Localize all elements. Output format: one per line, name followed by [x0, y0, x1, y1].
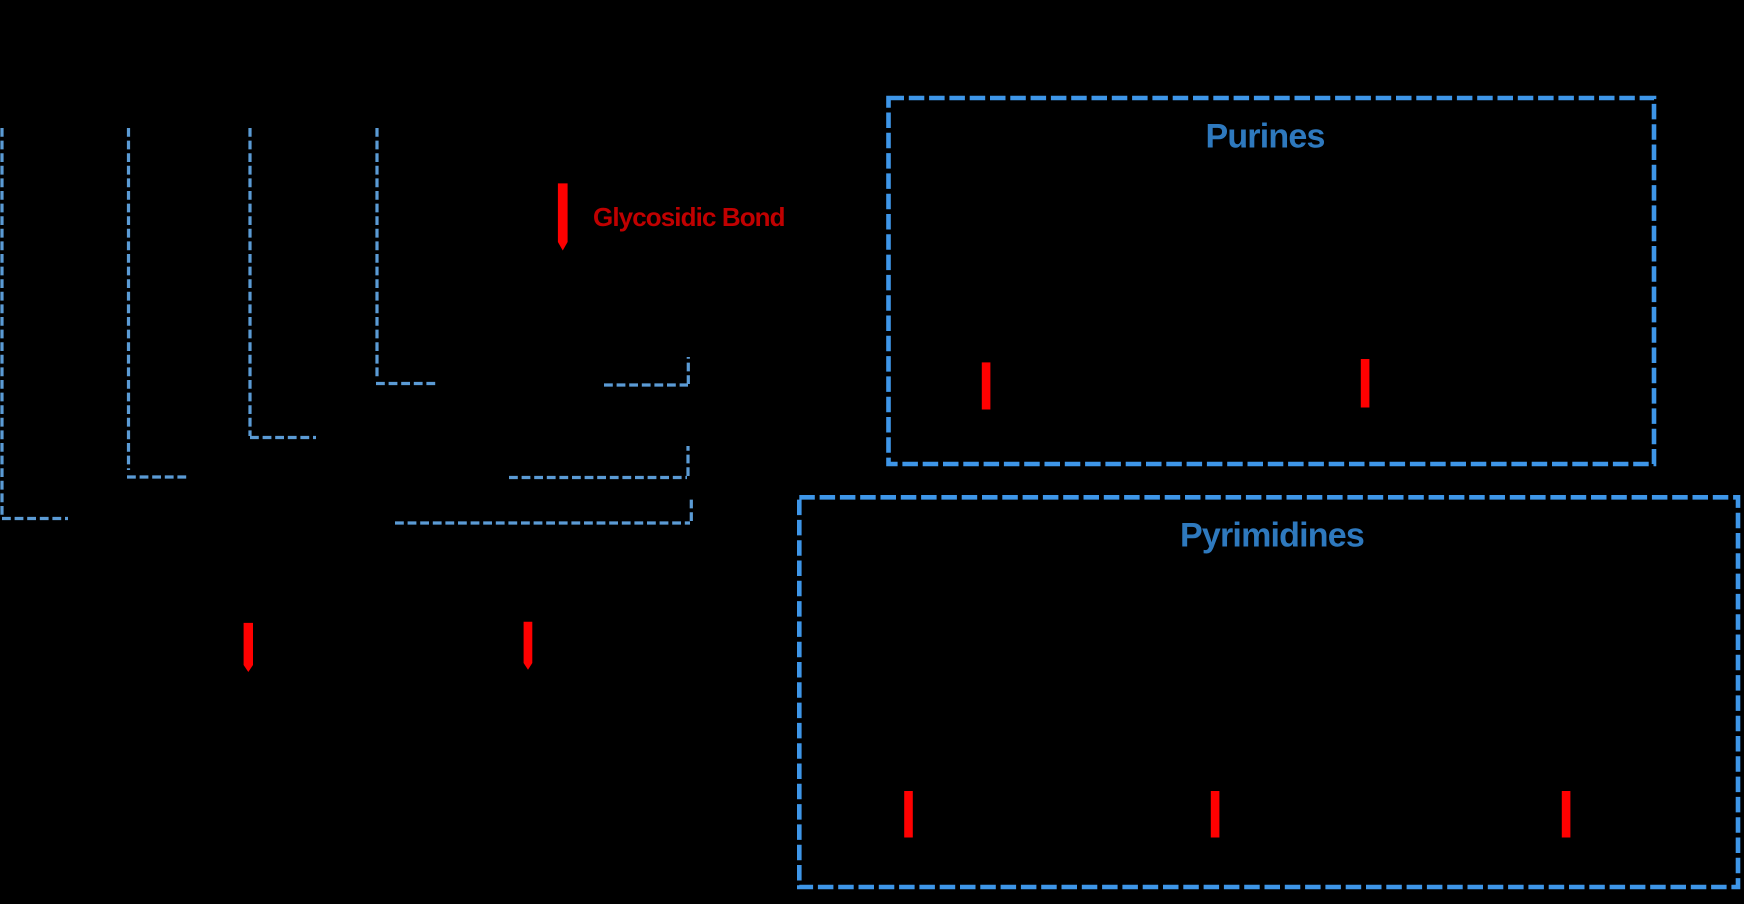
svg-text:Purines: Purines: [1205, 118, 1324, 156]
svg-text:Pyrimidines: Pyrimidines: [1180, 517, 1364, 555]
svg-text:Glycosidic Bond: Glycosidic Bond: [593, 202, 785, 232]
